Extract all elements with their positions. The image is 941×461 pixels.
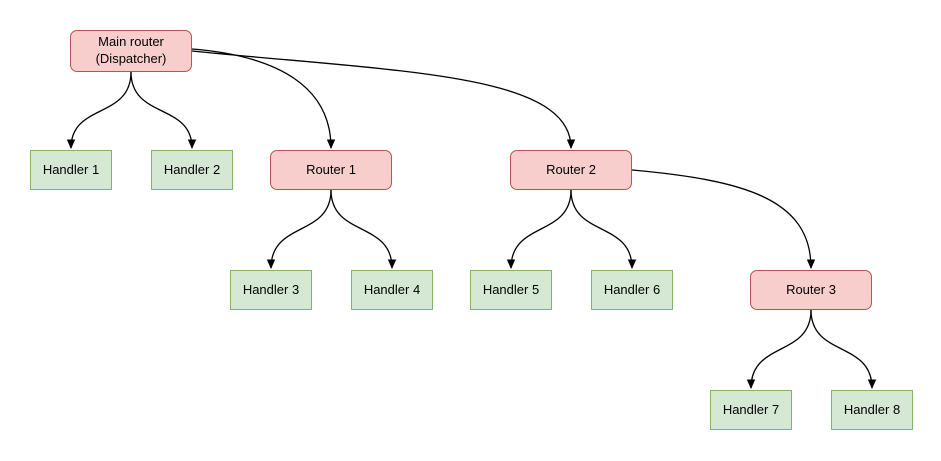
node-router-2-label: Router 2 <box>546 161 596 177</box>
edge-router-3-to-handler-8 <box>810 309 877 389</box>
node-handler-7: Handler 7 <box>710 390 792 430</box>
node-router-1-label: Router 1 <box>306 161 356 177</box>
node-handler-6: Handler 6 <box>591 270 673 310</box>
node-handler-1-label: Handler 1 <box>42 161 100 177</box>
node-handler-5-label: Handler 5 <box>482 281 540 297</box>
edge-router-2-to-handler-5 <box>506 189 572 269</box>
node-handler-3: Handler 3 <box>230 270 312 310</box>
edge-main-router-to-handler-2 <box>130 71 197 149</box>
node-router-1: Router 1 <box>270 150 392 190</box>
edge-router-3-to-handler-7 <box>746 309 812 389</box>
node-handler-8-label: Handler 8 <box>843 401 901 417</box>
node-handler-1: Handler 1 <box>30 150 112 190</box>
node-handler-8: Handler 8 <box>831 390 913 430</box>
node-router-3: Router 3 <box>750 270 872 310</box>
node-handler-4-label: Handler 4 <box>363 281 421 297</box>
node-handler-7-label: Handler 7 <box>722 401 780 417</box>
node-handler-2: Handler 2 <box>151 150 233 190</box>
node-router-3-label: Router 3 <box>786 281 836 297</box>
edge-main-router-to-router-1 <box>191 48 336 149</box>
edge-router-1-to-handler-4 <box>330 189 397 269</box>
edge-router-2-to-handler-6 <box>570 189 637 269</box>
node-handler-6-label: Handler 6 <box>603 281 661 297</box>
node-main-router-label-line1: Main router <box>98 34 164 50</box>
edge-main-router-to-handler-1 <box>66 71 132 149</box>
node-handler-2-label: Handler 2 <box>163 161 221 177</box>
edge-router-2-to-router-3 <box>631 169 816 269</box>
node-main-router-label-line2: (Dispatcher) <box>95 51 167 66</box>
node-handler-5: Handler 5 <box>470 270 552 310</box>
node-router-2: Router 2 <box>510 150 632 190</box>
node-main-router: Main router (Dispatcher) <box>70 30 192 72</box>
edge-router-1-to-handler-3 <box>266 189 332 269</box>
node-handler-3-label: Handler 3 <box>242 281 300 297</box>
edge-main-router-to-router-2 <box>191 50 576 149</box>
node-handler-4: Handler 4 <box>351 270 433 310</box>
